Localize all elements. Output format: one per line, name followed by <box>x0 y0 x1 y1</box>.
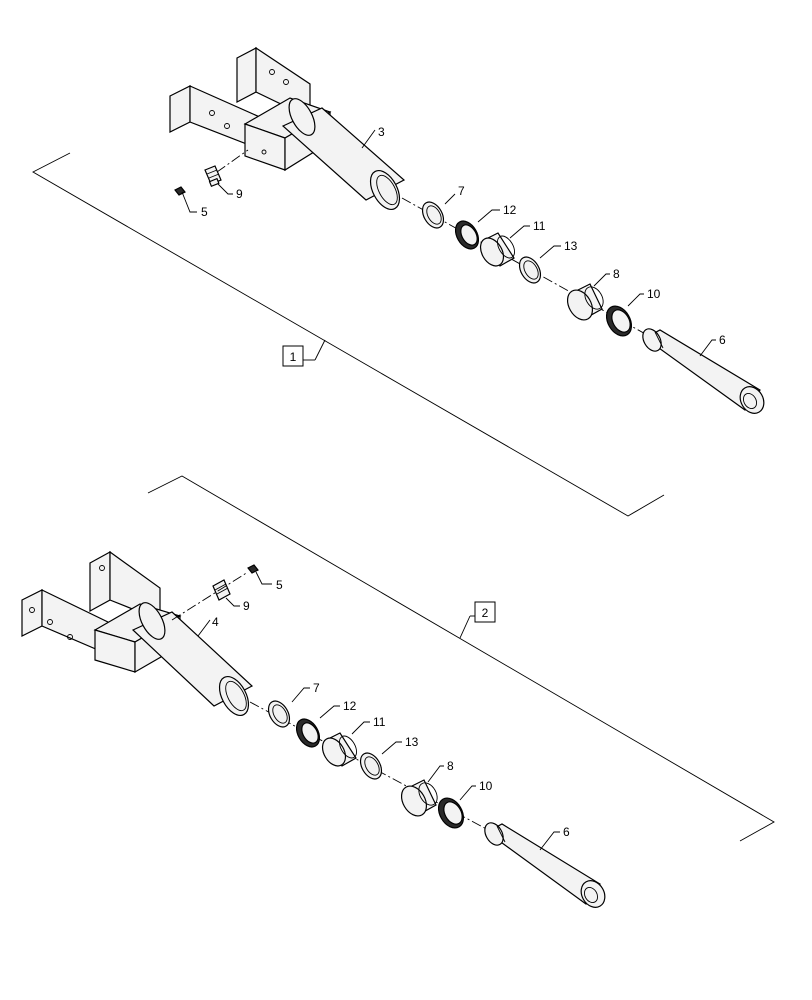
pin-6 <box>642 328 765 414</box>
ring-13b <box>359 752 383 780</box>
svg-text:2: 2 <box>482 606 489 620</box>
label-part-10: 10 <box>647 287 661 301</box>
label-part-9b: 9 <box>243 599 250 613</box>
assembly-1-bracket <box>32 152 665 517</box>
cap-5b <box>247 564 259 574</box>
seal-10b <box>437 797 465 829</box>
label-part-11: 11 <box>533 219 546 233</box>
label-part-13: 13 <box>564 239 578 253</box>
bushing-11 <box>479 232 515 267</box>
seal-12 <box>454 220 480 250</box>
seal-12b <box>295 718 321 748</box>
assembly-2-callout: 2 <box>459 601 496 639</box>
svg-text:1: 1 <box>290 350 297 364</box>
assembly-2-bracket <box>147 475 775 842</box>
label-part-6b: 6 <box>563 825 570 839</box>
tube-part-3 <box>281 98 406 210</box>
ring-7b <box>267 700 291 728</box>
assembly-1: 1 3 5 9 7 12 11 13 8 10 6 <box>32 46 765 517</box>
seal-10 <box>605 305 633 337</box>
bushing-8 <box>566 283 604 321</box>
tube-part-4 <box>131 602 254 716</box>
label-part-11b: 11 <box>373 715 386 729</box>
cap-5 <box>174 186 186 196</box>
label-part-8: 8 <box>613 267 620 281</box>
label-part-9: 9 <box>236 187 243 201</box>
ring-7 <box>421 201 445 229</box>
label-part-13b: 13 <box>405 735 419 749</box>
label-part-12: 12 <box>503 203 517 217</box>
label-part-5: 5 <box>201 205 208 219</box>
label-part-7: 7 <box>458 184 465 198</box>
bushing-8b <box>400 779 438 817</box>
pin-6b <box>484 822 606 908</box>
label-part-5b: 5 <box>276 578 283 592</box>
label-part-3: 3 <box>378 125 385 139</box>
grease-fitting-9b <box>212 579 231 601</box>
ring-13 <box>518 256 542 284</box>
label-part-12b: 12 <box>343 699 357 713</box>
label-part-4: 4 <box>212 615 219 629</box>
label-part-8b: 8 <box>447 759 454 773</box>
bushing-11b <box>321 732 357 767</box>
assembly-1-callout: 1 <box>282 339 326 367</box>
label-part-7b: 7 <box>313 681 320 695</box>
label-part-10b: 10 <box>479 779 493 793</box>
label-part-6: 6 <box>719 333 726 347</box>
assembly-2: 2 4 5 9 7 12 11 13 8 10 6 <box>21 475 775 908</box>
grease-fitting-9 <box>204 165 222 188</box>
